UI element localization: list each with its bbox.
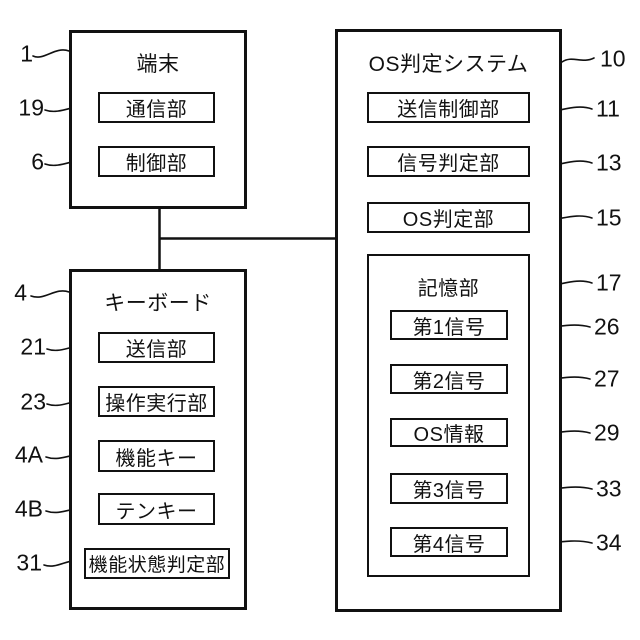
ref-number-fourth-signal: 34 (596, 529, 622, 556)
storage-unit-box (367, 254, 530, 577)
os-information-box: OS情報 (390, 418, 508, 447)
os-determination-unit-box: OS判定部 (367, 202, 530, 233)
leader-ref-10 (561, 57, 595, 63)
communication-unit-box: 通信部 (98, 92, 215, 123)
ref-number-operation-execution: 23 (20, 388, 46, 415)
function-state-determination-unit-box: 機能状態判定部 (84, 548, 230, 579)
transmission-control-unit-box: 送信制御部 (367, 92, 530, 123)
ref-number-os-determination: 15 (596, 204, 622, 231)
ref-number-os-information: 29 (594, 419, 620, 446)
ref-number-first-signal: 26 (594, 313, 620, 340)
numeric-keypad-box: テンキー (98, 493, 215, 525)
ref-number-communication: 19 (18, 94, 44, 121)
ref-number-os-system: 10 (600, 45, 626, 72)
numeric-keypad-label: テンキー (115, 500, 198, 523)
fourth-signal-box: 第4信号 (390, 527, 508, 557)
second-signal-label: 第2信号 (412, 370, 486, 393)
os-determination-unit-label: OS判定部 (402, 209, 495, 231)
ref-number-signal-determination: 13 (596, 149, 622, 176)
transmission-unit-box: 送信部 (98, 332, 215, 363)
third-signal-label: 第3信号 (412, 480, 486, 502)
ref-number-keyboard: 4 (14, 279, 27, 306)
os-information-label: OS情報 (413, 424, 485, 446)
storage-unit-title: 記憶部 (417, 278, 480, 300)
terminal-title: 端末 (136, 53, 180, 76)
ref-number-control: 6 (31, 148, 44, 175)
transmission-control-unit-label: 送信制御部 (397, 99, 500, 121)
function-key-box: 機能キー (98, 440, 215, 472)
ref-number-storage: 17 (596, 269, 622, 296)
keyboard-title: キーボード (104, 292, 212, 315)
signal-determination-unit-box: 信号判定部 (367, 146, 530, 177)
ref-number-terminal: 1 (20, 40, 33, 67)
os-determination-system-title: OS判定システム (368, 53, 529, 76)
ref-number-function-state: 31 (16, 549, 42, 576)
third-signal-box: 第3信号 (390, 473, 508, 504)
signal-determination-unit-label: 信号判定部 (397, 153, 500, 175)
fourth-signal-label: 第4信号 (412, 533, 486, 556)
ref-number-function-key: 4A (14, 441, 43, 468)
ref-number-third-signal: 33 (596, 475, 622, 502)
ref-number-transmission: 21 (20, 333, 46, 360)
ref-number-transmission-control: 11 (596, 95, 620, 122)
function-key-label: 機能キー (115, 447, 198, 470)
function-state-determination-unit-label: 機能状態判定部 (88, 555, 226, 576)
first-signal-box: 第1信号 (390, 310, 508, 340)
operation-execution-unit-box: 操作実行部 (98, 386, 215, 417)
transmission-unit-label: 送信部 (125, 339, 188, 361)
control-unit-box: 制御部 (98, 146, 215, 177)
ref-number-numeric-keypad: 4B (14, 495, 43, 522)
first-signal-label: 第1信号 (412, 316, 486, 339)
communication-unit-label: 通信部 (125, 99, 188, 121)
operation-execution-unit-label: 操作実行部 (105, 393, 208, 415)
ref-number-second-signal: 27 (594, 365, 620, 392)
leader-ref-4 (30, 290, 70, 298)
leader-ref-1 (32, 49, 70, 58)
control-unit-label: 制御部 (125, 153, 188, 175)
second-signal-box: 第2信号 (390, 364, 508, 394)
